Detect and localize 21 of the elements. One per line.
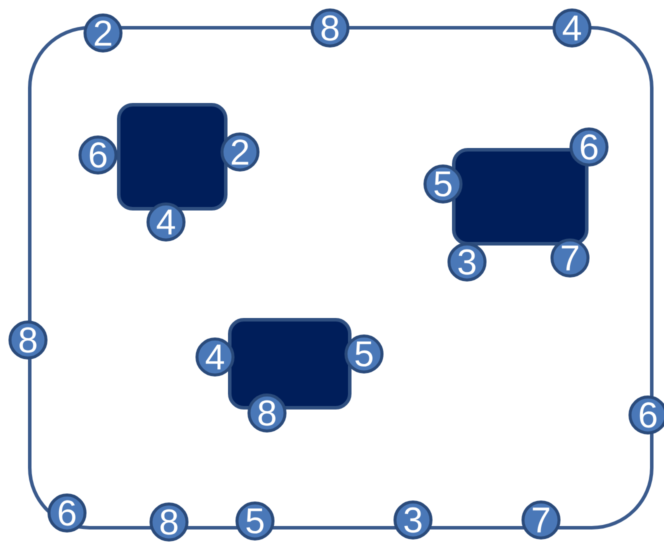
number-badge: 8 <box>8 320 48 360</box>
number-badge: 6 <box>628 396 664 434</box>
number-badge: 5 <box>424 164 462 204</box>
number-badge: 2 <box>220 132 260 172</box>
number-badge: 2 <box>84 14 122 52</box>
number-badge: 8 <box>150 502 188 542</box>
number-badge: 5 <box>236 502 274 540</box>
number-badge: 7 <box>522 500 560 540</box>
number-badge: 3 <box>394 500 432 540</box>
number-badge: 6 <box>48 494 86 532</box>
number-badge: 8 <box>310 8 350 48</box>
number-badge: 4 <box>146 202 186 242</box>
number-badge: 4 <box>552 8 592 48</box>
number-badge: 8 <box>248 394 286 432</box>
number-badge: 5 <box>344 334 384 374</box>
number-badge: 3 <box>448 242 486 282</box>
number-badge: 6 <box>570 128 608 166</box>
number-badge: 4 <box>196 338 234 376</box>
filled-box <box>117 103 228 210</box>
number-badge: 6 <box>78 136 118 174</box>
number-badge: 7 <box>550 238 590 278</box>
